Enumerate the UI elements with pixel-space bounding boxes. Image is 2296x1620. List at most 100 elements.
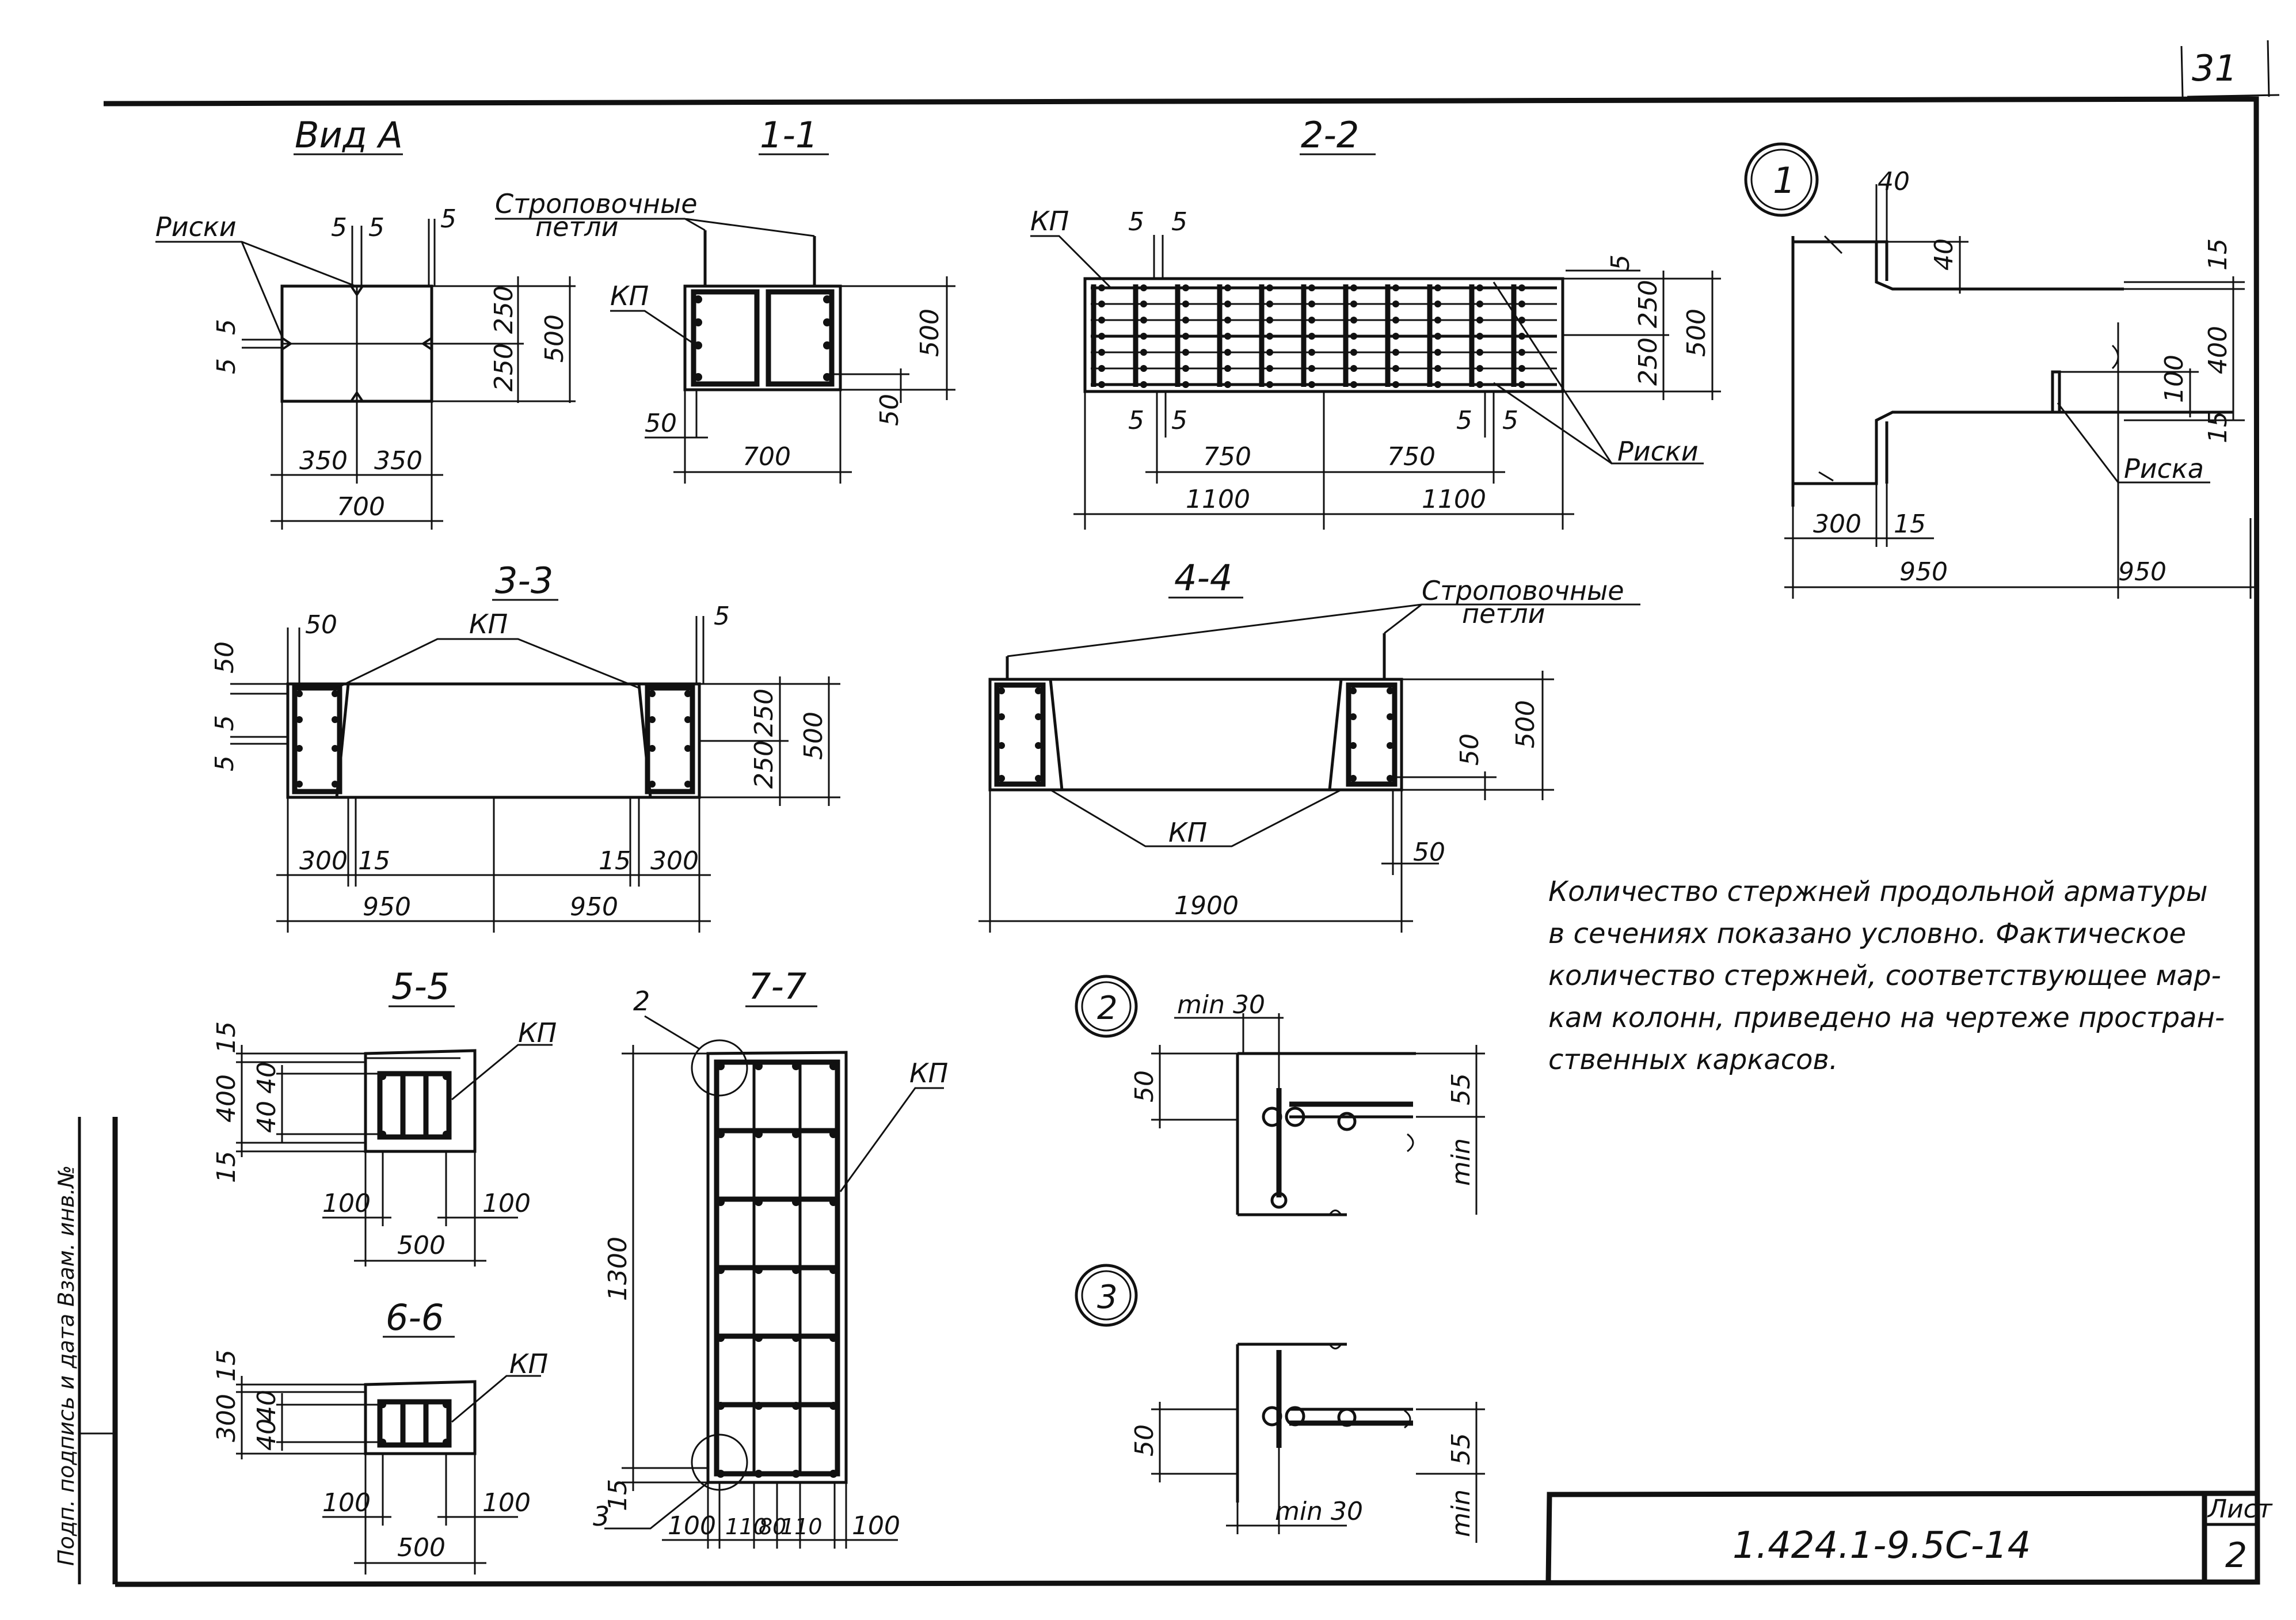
rebar-dot [1224, 381, 1231, 388]
page-number: 31 [2192, 47, 2237, 89]
svg-text:КП: КП [610, 280, 649, 311]
rebar-dot [1140, 317, 1147, 324]
rebar-dot [717, 1062, 725, 1070]
rebar-dot [998, 687, 1005, 694]
rebar-dot [1266, 381, 1273, 388]
rebar-dot [1434, 365, 1441, 372]
svg-text:5: 5 [1128, 207, 1144, 237]
svg-text:min: min [1446, 1489, 1476, 1537]
svg-text:50: 50 [210, 641, 239, 674]
svg-text:5: 5 [212, 358, 241, 374]
rebar-dot [1035, 775, 1042, 782]
rebar-dot [1140, 349, 1147, 356]
rebar-dot [1224, 317, 1231, 324]
rebar-dot [296, 781, 303, 788]
svg-text:500: 500 [397, 1231, 446, 1260]
rebar-dot [1098, 365, 1105, 372]
rebar-dot [1392, 301, 1399, 307]
rebar-dot [1140, 301, 1147, 307]
rebar-dot [792, 1062, 800, 1070]
svg-text:950: 950 [1899, 557, 1948, 587]
rebar-dot [1098, 317, 1105, 324]
rebar-dot [1392, 381, 1399, 388]
rebar-dot [1434, 284, 1441, 291]
svg-text:500: 500 [915, 309, 945, 357]
rebar-dot [1098, 381, 1105, 388]
section-7-7: 7-7 2 3 КП 1300 15 100 110 80 110 100 [593, 965, 948, 1549]
rebar-dot [1350, 365, 1357, 372]
rebar-dot [1266, 333, 1273, 340]
rebar-dot [649, 716, 656, 723]
rebar-dot [1518, 365, 1525, 372]
rebar-dot [1476, 301, 1483, 307]
list-number: 2 [2225, 1535, 2247, 1576]
svg-text:350: 350 [374, 446, 422, 476]
svg-text:5: 5 [212, 319, 241, 335]
rebar-dot [684, 745, 691, 752]
rebar-dot [1392, 284, 1399, 291]
svg-text:250: 250 [489, 286, 519, 334]
svg-text:500: 500 [1682, 309, 1711, 357]
rebar-dot [1140, 284, 1147, 291]
rebar-dot [1182, 301, 1189, 307]
rebar-dot [1476, 284, 1483, 291]
rebar-dot [829, 1402, 837, 1410]
list-label: Лист [2207, 1494, 2273, 1524]
rebar-dot [1518, 301, 1525, 307]
section-4-4-bars [998, 687, 1393, 782]
rebar-dot [1434, 349, 1441, 356]
section-5-5-title: 5-5 [391, 965, 450, 1007]
svg-text:100: 100 [322, 1189, 371, 1218]
rebar-dot [1518, 381, 1525, 388]
rebar-dot [1350, 713, 1357, 720]
rebar-dot [1308, 301, 1315, 307]
rebar-dot [649, 690, 656, 697]
rebar-dot [755, 1334, 763, 1342]
svg-text:15: 15 [1894, 509, 1926, 539]
svg-text:100: 100 [322, 1488, 371, 1518]
node-2: 2 min 30 50 55 min [1075, 975, 1485, 1216]
rebar-dot [1224, 284, 1231, 291]
rebar-dot [829, 1198, 837, 1206]
rebar-dot [755, 1402, 763, 1410]
note-line-3: количество стержней, соответствующее мар… [1548, 960, 2221, 992]
svg-text:110: 110 [725, 1514, 767, 1539]
node-3: 3 50 55 min min 30 [1075, 1264, 1485, 1543]
svg-text:80: 80 [759, 1514, 786, 1539]
rebar-dot [829, 1470, 837, 1478]
svg-text:min 30: min 30 [1177, 990, 1265, 1020]
rebar-dot [1308, 284, 1315, 291]
svg-text:15: 15 [212, 1349, 241, 1382]
rebar-dot [1308, 349, 1315, 356]
rebar-dot [684, 690, 691, 697]
svg-text:500: 500 [1511, 700, 1540, 748]
svg-text:500: 500 [799, 712, 828, 760]
svg-text:15: 15 [212, 1151, 241, 1183]
svg-text:400: 400 [212, 1074, 241, 1123]
note-line-5: ственных каркасов. [1548, 1044, 1838, 1076]
rebar-dot [1308, 381, 1315, 388]
section-3-3-title: 3-3 [495, 560, 553, 602]
side-stamp-text: Подп. подпись и дата Взам. инв.№ [54, 1165, 79, 1566]
rebar-dot [1518, 333, 1525, 340]
svg-text:400: 400 [2203, 326, 2233, 374]
rebar-dot [717, 1334, 725, 1342]
rebar-dot [1350, 775, 1357, 782]
rebar-dot [1182, 365, 1189, 372]
svg-text:КП: КП [509, 1348, 548, 1379]
rebar-dot [332, 716, 338, 723]
rebar-dot [1350, 284, 1357, 291]
rebar-dot [717, 1130, 725, 1138]
section-2-2-cages [1091, 284, 1557, 388]
svg-text:300: 300 [1813, 509, 1861, 539]
rebar-dot [684, 781, 691, 788]
rebar-dot [1476, 381, 1483, 388]
svg-text:300: 300 [650, 846, 699, 876]
rebar-dot [1350, 381, 1357, 388]
rebar-dot [1308, 317, 1315, 324]
svg-text:100: 100 [482, 1488, 531, 1518]
rebar-dot [296, 716, 303, 723]
rebar-dot [1182, 284, 1189, 291]
svg-text:Риски: Риски [1617, 436, 1699, 467]
